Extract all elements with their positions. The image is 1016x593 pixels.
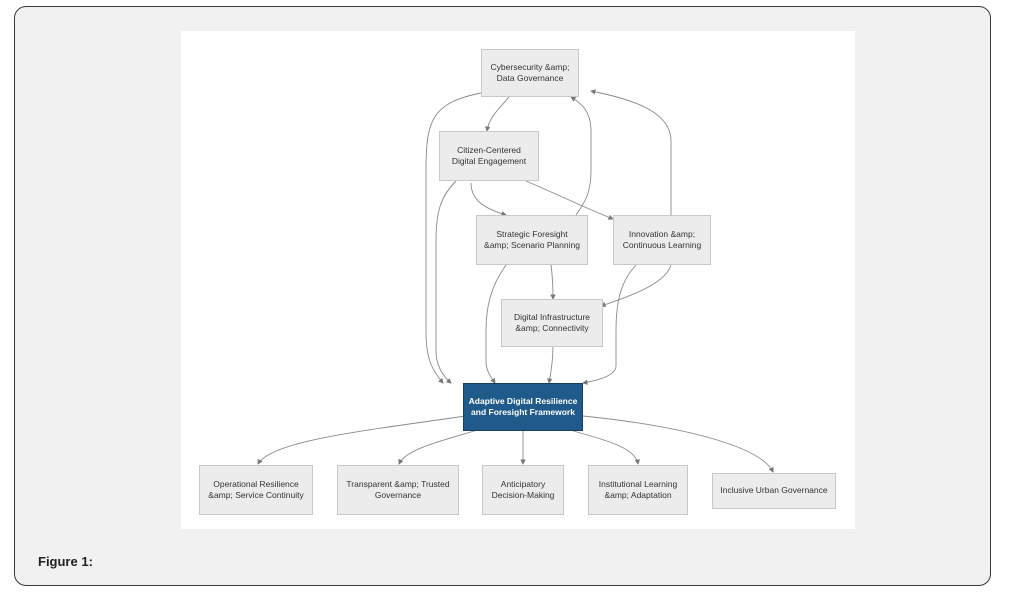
edge-central-inclusive (582, 415, 774, 473)
figure-frame: Cybersecurity &amp; Data Governance Citi… (14, 6, 991, 586)
figure-caption: Figure 1: (38, 554, 93, 569)
edge-central-operational (257, 415, 467, 465)
node-inclusive-governance: Inclusive Urban Governance (712, 473, 836, 509)
node-institutional-learning: Institutional Learning &amp; Adaptation (588, 465, 688, 515)
edge-infra-central (547, 344, 554, 384)
node-transparent-governance: Transparent &amp; Trusted Governance (337, 465, 459, 515)
node-innovation-learning: Innovation &amp; Continuous Learning (613, 215, 711, 265)
edge-central-transparent (398, 428, 482, 465)
edge-cyber-central (425, 92, 482, 384)
node-operational-resilience: Operational Resilience &amp; Service Con… (199, 465, 313, 515)
edge-innovation-central (582, 264, 637, 385)
edge-innovation-cyber (590, 89, 672, 215)
node-strategic-foresight: Strategic Foresight &amp; Scenario Plann… (476, 215, 588, 265)
node-anticipatory-decision: Anticipatory Decision-Making (482, 465, 564, 515)
node-citizen-centered-engagement: Citizen-Centered Digital Engagement (439, 131, 539, 181)
edge-citizen-central (435, 180, 457, 384)
node-adaptive-framework: Adaptive Digital Resilience and Foresigh… (463, 383, 583, 431)
edge-citizen-strategic (470, 182, 507, 217)
edge-cyber-citizen (484, 96, 510, 132)
node-digital-infrastructure: Digital Infrastructure &amp; Connectivit… (501, 299, 603, 347)
edge-strategic-infra (550, 264, 556, 300)
edge-strategic-central (485, 264, 507, 384)
framework-diagram: Cybersecurity &amp; Data Governance Citi… (181, 31, 855, 529)
node-cybersecurity-data-governance: Cybersecurity &amp; Data Governance (481, 49, 579, 97)
edge-strategic-cyber (570, 96, 592, 216)
edge-citizen-innovation (525, 180, 614, 220)
edge-central-institutional (565, 428, 641, 465)
diagram-edges (257, 89, 774, 473)
edge-innovation-infra (600, 264, 672, 308)
